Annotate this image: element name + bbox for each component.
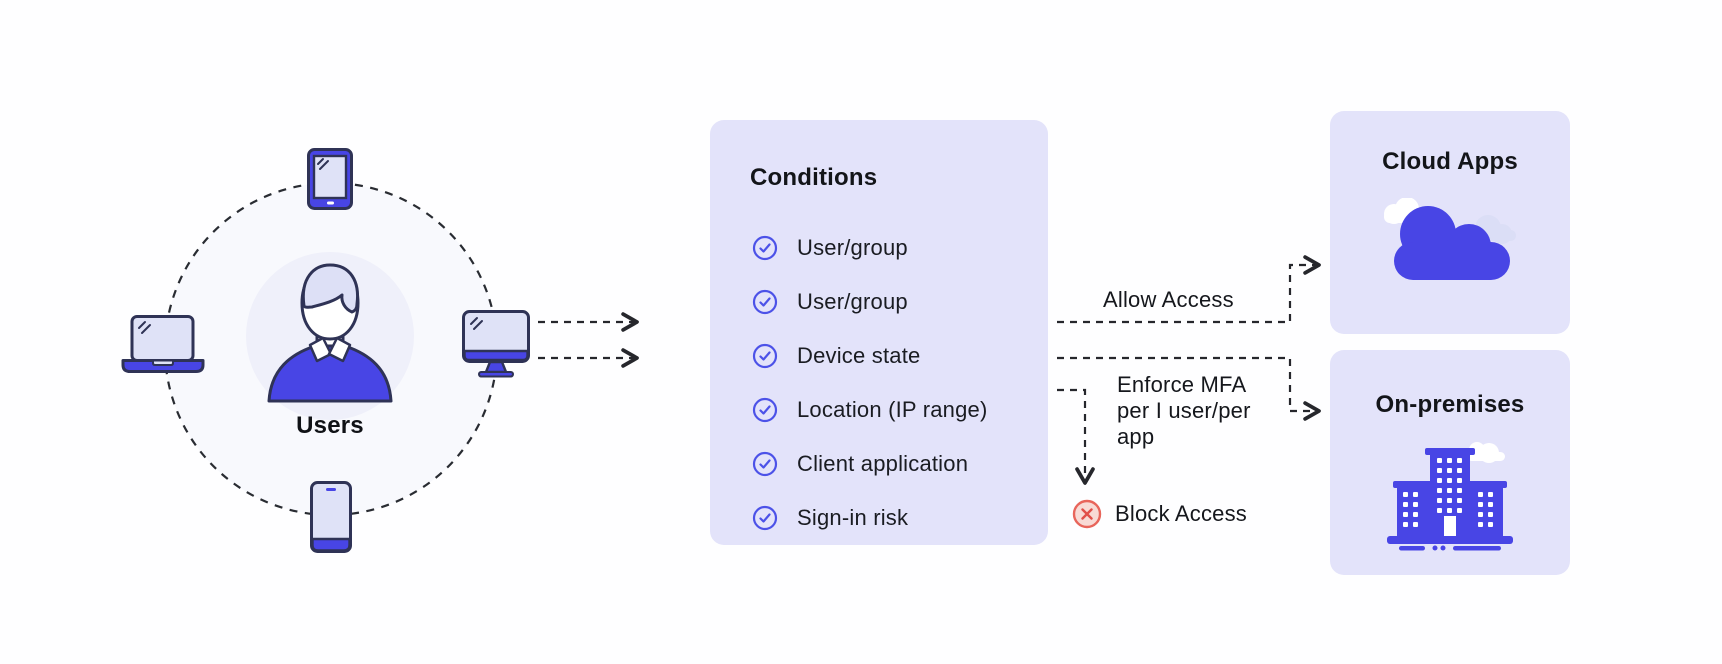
cloud-apps-title: Cloud Apps <box>1382 148 1518 175</box>
condition-item: User/group <box>752 289 988 315</box>
arrow-allow-access <box>1057 255 1321 324</box>
monitor-icon <box>462 310 530 378</box>
conditions-title: Conditions <box>750 164 878 191</box>
condition-item: Sign-in risk <box>752 505 988 531</box>
users-label: Users <box>296 412 364 439</box>
laptop-icon <box>121 315 205 373</box>
block-access-label: Block Access <box>1115 501 1248 526</box>
condition-label: Location (IP range) <box>797 397 988 422</box>
check-icon <box>752 505 778 531</box>
condition-label: User/group <box>797 289 908 314</box>
building-icon <box>1387 442 1513 551</box>
tablet-icon <box>307 148 353 210</box>
check-icon <box>752 451 778 477</box>
condition-item: Location (IP range) <box>752 397 988 423</box>
condition-item: Device state <box>752 343 988 369</box>
on-premises-panel: On-premises <box>1330 350 1570 575</box>
enforce-mfa-line: app <box>1117 424 1155 449</box>
on-premises-title: On-premises <box>1375 391 1525 418</box>
conditions-list: User/group User/group Device state Locat… <box>752 235 988 531</box>
enforce-mfa-label: Enforce MFA per I user/per app <box>1117 372 1251 450</box>
cloud-apps-panel: Cloud Apps <box>1330 111 1570 334</box>
condition-label: Client application <box>797 451 969 476</box>
phone-icon <box>310 481 352 553</box>
cloud-icon <box>1384 198 1516 280</box>
check-icon <box>752 289 778 315</box>
check-icon <box>752 397 778 423</box>
enforce-mfa-line: per I user/per <box>1117 398 1251 423</box>
arrow-block-access <box>1057 388 1095 485</box>
condition-item: Client application <box>752 451 988 477</box>
user-avatar <box>267 263 393 403</box>
check-icon <box>752 235 778 261</box>
check-icon <box>752 343 778 369</box>
condition-item: User/group <box>752 235 988 261</box>
arrow-enforce-mfa <box>1057 356 1321 421</box>
enforce-mfa-line: Enforce MFA <box>1117 372 1247 397</box>
allow-access-label: Allow Access <box>1103 287 1234 312</box>
condition-label: User/group <box>797 235 908 260</box>
condition-label: Device state <box>797 343 921 368</box>
block-icon <box>1072 499 1102 529</box>
condition-label: Sign-in risk <box>797 505 909 530</box>
